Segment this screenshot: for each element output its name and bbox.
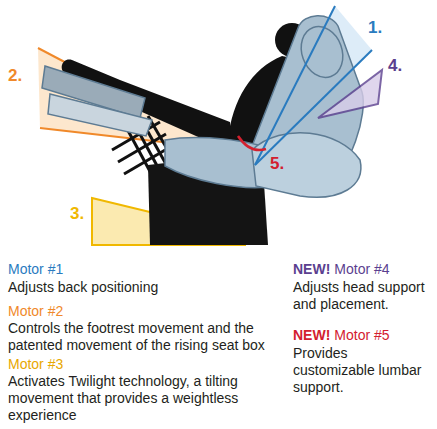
- new-badge: NEW!: [293, 327, 330, 344]
- back-motion-line: [255, 6, 335, 165]
- footrest-pad: [48, 94, 152, 136]
- motor-title: Motor #3: [8, 356, 63, 373]
- new-badge: NEW!: [293, 261, 330, 278]
- callout-number: 1.: [368, 18, 382, 38]
- motor-description: Provides customizable lumbar support.: [293, 345, 433, 396]
- callout-number: 2.: [8, 66, 22, 86]
- motor-title: Motor #1: [8, 261, 63, 278]
- motor-title: Motor #2: [8, 303, 63, 320]
- callout-number: 5.: [270, 154, 284, 174]
- motor-description: Adjusts head support and placement.: [293, 279, 433, 313]
- motor-description: Activates Twilight technology, a tilting…: [8, 373, 286, 424]
- motor-title: Motor #5: [334, 327, 389, 344]
- lumbar-arc: [238, 136, 266, 150]
- motor-description: Adjusts back positioning: [8, 279, 286, 296]
- motor-description: Controls the footrest movement and the p…: [8, 320, 286, 354]
- callout-number: 4.: [388, 56, 402, 76]
- callout-number: 3.: [70, 204, 84, 224]
- head-support-wedge: [318, 70, 382, 118]
- motor-title: Motor #4: [334, 261, 389, 278]
